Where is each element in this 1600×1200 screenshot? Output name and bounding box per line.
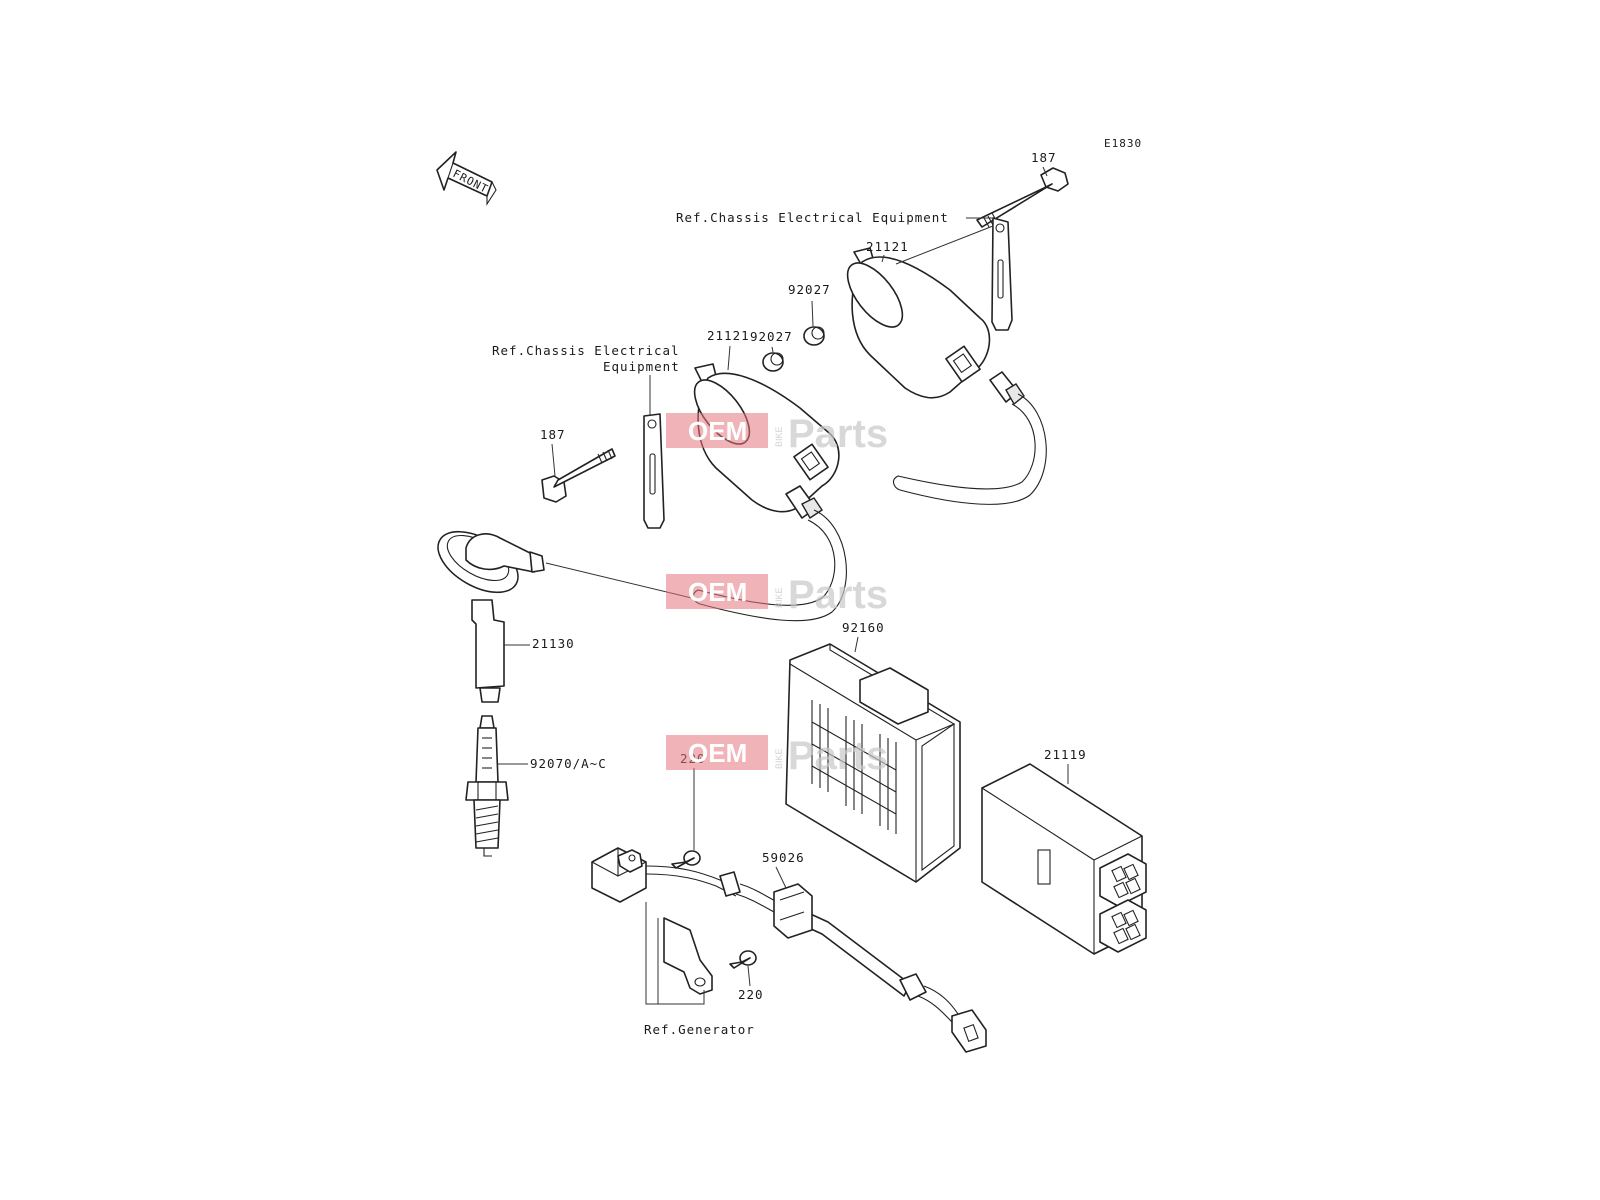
ref-chassis-left-label-1: Ref.Chassis Electrical [492, 343, 680, 358]
svg-text:BIKE: BIKE [774, 748, 784, 769]
spark-plug-label: 92070/A~C [530, 756, 607, 771]
svg-text:Parts: Parts [788, 412, 888, 456]
watermark-1: OEM BIKE Parts [666, 412, 888, 456]
watermark-3: OEM BIKE Parts [666, 734, 888, 778]
plug-cap-label: 21130 [532, 636, 575, 651]
spark-plug-icon [465, 715, 509, 857]
screw-upper-icon [671, 850, 701, 869]
bolt-left-icon [541, 448, 616, 503]
plug-cap-icon [437, 530, 701, 703]
collar-upper-label: 92027 [788, 282, 831, 297]
ignition-coil-lower-icon [692, 363, 847, 622]
watermark-2: OEM BIKE Parts [666, 573, 888, 617]
svg-text:Parts: Parts [788, 573, 888, 617]
collar-upper-icon [803, 326, 825, 346]
igniter-label: 21119 [1044, 747, 1087, 762]
front-arrow-icon: FRONT [436, 151, 497, 206]
svg-text:Parts: Parts [788, 734, 888, 778]
ignition-coil-upper-icon [846, 247, 1047, 505]
ref-chassis-left-label-2: Equipment [603, 359, 680, 374]
coil-lower-label: 21121 [707, 328, 750, 343]
ref-generator-label: Ref.Generator [644, 1022, 755, 1037]
igniter-icon [981, 763, 1147, 955]
svg-text:OEM: OEM [688, 416, 747, 446]
upper-bracket-icon [991, 217, 1013, 331]
pickup-coil-icon [591, 847, 741, 903]
regulator-rectifier-icon [785, 643, 961, 883]
svg-text:OEM: OEM [688, 577, 747, 607]
clamp-label: 59026 [762, 850, 805, 865]
collar-lower-label: 92027 [750, 329, 793, 344]
diagram-code: E1830 [1104, 137, 1142, 150]
rectifier-label: 92160 [842, 620, 885, 635]
heat-sink-fins [811, 700, 897, 834]
svg-text:BIKE: BIKE [774, 587, 784, 608]
lower-bracket-icon [643, 413, 665, 529]
bolt-top-label: 187 [1031, 150, 1057, 165]
bolt-left-label: 187 [540, 427, 566, 442]
generator-bracket-icon [663, 917, 713, 995]
igniter-connector-upper-icon [1099, 853, 1147, 907]
coil-upper-label: 21121 [866, 239, 909, 254]
harness-icon [719, 871, 987, 1053]
screw-lower-label: 220 [738, 987, 764, 1002]
ref-chassis-top-label: Ref.Chassis Electrical Equipment [676, 210, 949, 225]
svg-text:OEM: OEM [688, 738, 747, 768]
svg-text:BIKE: BIKE [774, 426, 784, 447]
clamp-icon [773, 883, 813, 939]
collar-lower-icon [762, 352, 784, 372]
igniter-connector-lower-icon [1099, 899, 1147, 953]
screw-lower-icon [729, 950, 757, 969]
